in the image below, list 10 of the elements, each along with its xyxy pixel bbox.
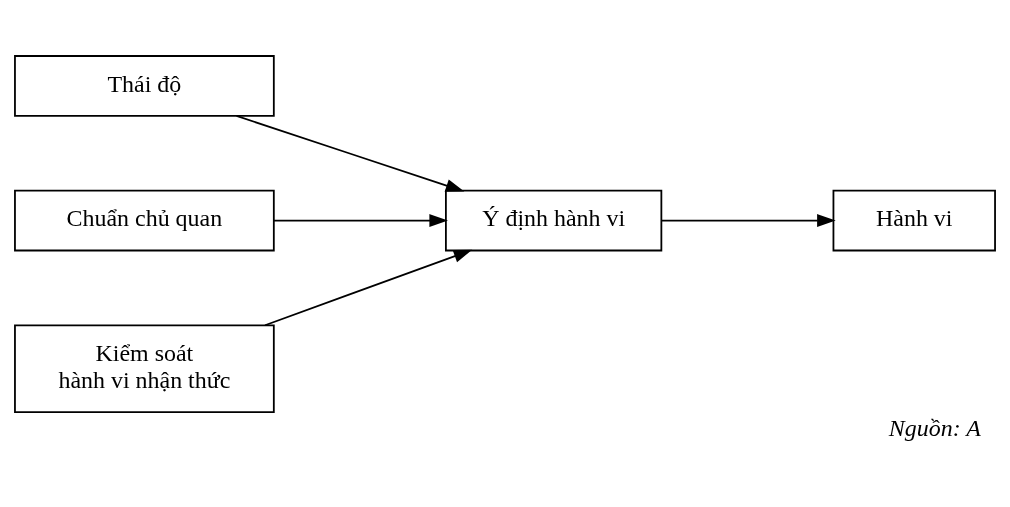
arrow	[264, 249, 473, 327]
node-box: Kiểm soát hành vi nhận thức	[14, 324, 275, 413]
caption: Nguồn: A	[888, 414, 981, 441]
node-box: Thái độ	[14, 55, 275, 117]
arrow	[272, 214, 448, 228]
node-box: Hành vi	[832, 189, 996, 252]
node-box: Chuẩn chủ quan	[14, 189, 275, 252]
node-box: Ý định hành vi	[445, 189, 663, 252]
arrow	[235, 115, 465, 192]
arrow	[660, 214, 836, 228]
